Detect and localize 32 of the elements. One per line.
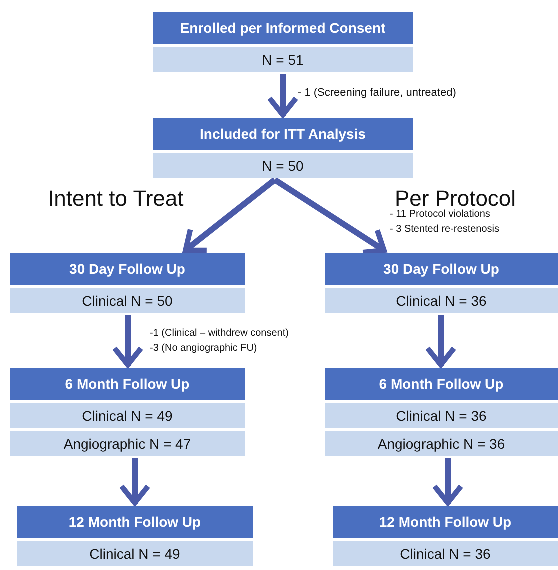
box-heading: 12 Month Follow Up bbox=[17, 506, 253, 538]
box-heading: 30 Day Follow Up bbox=[325, 253, 558, 285]
box-heading: Enrolled per Informed Consent bbox=[153, 12, 413, 44]
box-heading: 6 Month Follow Up bbox=[325, 368, 558, 400]
arrow bbox=[183, 178, 277, 254]
count-row: Clinical N = 36 bbox=[333, 541, 558, 566]
arrow bbox=[425, 315, 457, 368]
box-heading: Included for ITT Analysis bbox=[153, 118, 413, 150]
count-row: Clinical N = 50 bbox=[10, 288, 245, 313]
box-heading: 30 Day Follow Up bbox=[10, 253, 245, 285]
exclusion-note: - 1 (Screening failure, untreated) bbox=[298, 87, 456, 99]
arrow bbox=[432, 458, 464, 506]
count-row: Angiographic N = 47 bbox=[10, 431, 245, 456]
count-row: N = 51 bbox=[153, 47, 413, 72]
count-row: Clinical N = 36 bbox=[325, 403, 558, 428]
arm-heading: Per Protocol bbox=[395, 186, 516, 211]
box-heading: 6 Month Follow Up bbox=[10, 368, 245, 400]
arrow bbox=[112, 315, 144, 368]
count-row: Angiographic N = 36 bbox=[325, 431, 558, 456]
exclusion-note: - 3 Stented re-restenosis bbox=[390, 224, 500, 235]
arrow bbox=[119, 458, 151, 506]
exclusion-note: -1 (Clinical – withdrew consent) bbox=[150, 328, 289, 339]
box-heading: 12 Month Follow Up bbox=[333, 506, 558, 538]
count-row: Clinical N = 49 bbox=[17, 541, 253, 566]
count-row: Clinical N = 36 bbox=[325, 288, 558, 313]
count-row: N = 50 bbox=[153, 153, 413, 178]
exclusion-note: -3 (No angiographic FU) bbox=[150, 343, 258, 354]
arrow bbox=[267, 74, 299, 118]
arrow bbox=[273, 177, 387, 256]
arm-heading: Intent to Treat bbox=[48, 186, 184, 212]
exclusion-note: - 11 Protocol violations bbox=[390, 209, 490, 220]
count-row: Clinical N = 49 bbox=[10, 403, 245, 428]
